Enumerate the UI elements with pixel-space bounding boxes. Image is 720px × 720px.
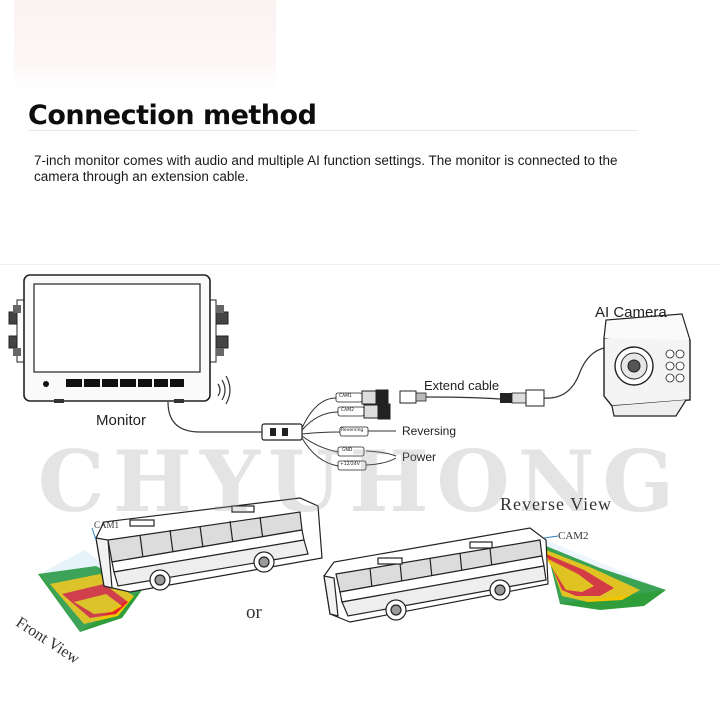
cable-splitter <box>261 423 303 441</box>
power-wire-connector <box>337 460 367 471</box>
monitor-illustration <box>8 274 231 405</box>
monitor-screen <box>33 283 201 373</box>
ai-camera-illustration <box>603 313 691 417</box>
aviation-plugs <box>361 389 391 420</box>
cam2-label: CAM2 <box>558 530 589 542</box>
cam2-pointer <box>543 535 559 539</box>
gnd-wire-connector <box>337 446 365 457</box>
bus-reverse-view-illustration <box>323 527 666 623</box>
cam1-pointer <box>91 527 97 541</box>
monitor-bracket-left <box>8 299 26 363</box>
connector-label-reversing: Reversing <box>341 428 364 433</box>
title-divider <box>28 130 638 131</box>
section-divider <box>0 264 720 265</box>
power-wire <box>365 457 397 466</box>
extend-cable-label: Extend cable <box>424 378 500 393</box>
connector-label-cam1: CAM1 <box>339 394 352 399</box>
description-text: 7-inch monitor comes with audio and mult… <box>34 153 618 184</box>
connector-sleeves <box>335 392 369 471</box>
gnd-wire <box>365 450 397 457</box>
wireless-signal-icon <box>217 375 231 405</box>
monitor-cable <box>167 401 262 433</box>
ai-camera-label: AI Camera <box>595 304 667 321</box>
reverse-view-zones <box>546 546 666 610</box>
reverse-view-label: Reverse View <box>500 494 613 514</box>
connector-label-gnd: GND <box>342 448 353 453</box>
bus-front-view-illustration <box>38 497 323 632</box>
branch-cables <box>301 397 341 467</box>
connector-label-power: +12/24V <box>340 462 360 467</box>
extension-cable <box>399 389 545 407</box>
monitor-label: Monitor <box>96 412 147 429</box>
page-title: Connection method <box>28 100 317 131</box>
monitor-buttons <box>43 379 184 387</box>
reversing-label: Reversing <box>402 424 457 438</box>
header-banner <box>14 0 276 90</box>
monitor-bracket-right <box>207 299 229 363</box>
connector-label-cam2: CAM2 <box>341 408 354 413</box>
or-label: or <box>246 602 262 623</box>
power-label: Power <box>402 450 437 464</box>
cam1-label: CAM1 <box>94 520 120 530</box>
camera-cable <box>543 347 605 399</box>
